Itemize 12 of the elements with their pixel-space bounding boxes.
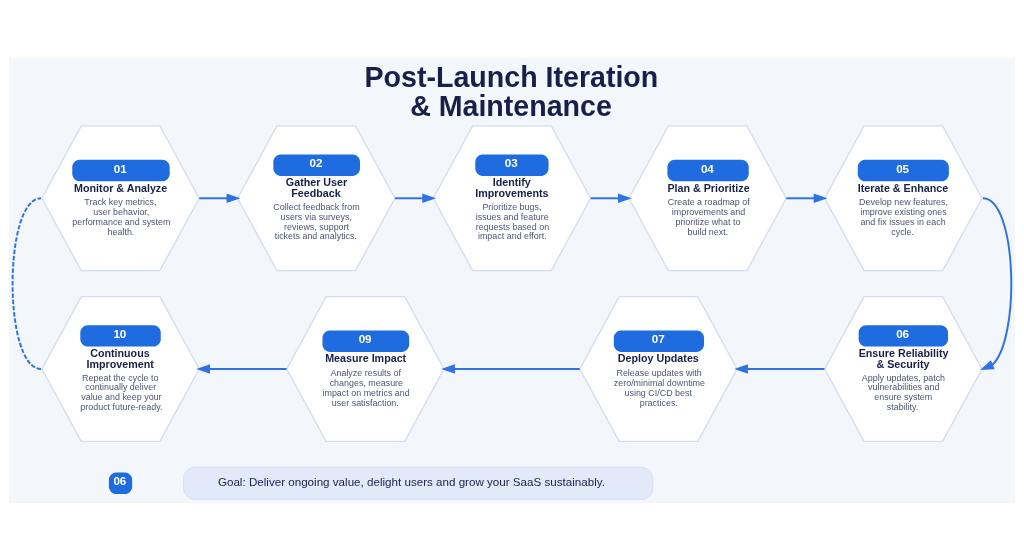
arrow [589,192,632,203]
arrow [980,196,1013,370]
diagram-title: Post-Launch Iteration & Maintenance [364,60,659,122]
arrow [441,363,581,374]
arrow [785,192,828,203]
arrow [394,192,437,203]
arrow [734,363,826,374]
arrow [196,363,288,374]
arrow [198,192,241,203]
label: 06 [113,473,127,487]
node-box: Goal: Deliver ongoing value, delight users and grow your SaaS sustainably. [183,466,654,500]
connector [11,196,42,370]
